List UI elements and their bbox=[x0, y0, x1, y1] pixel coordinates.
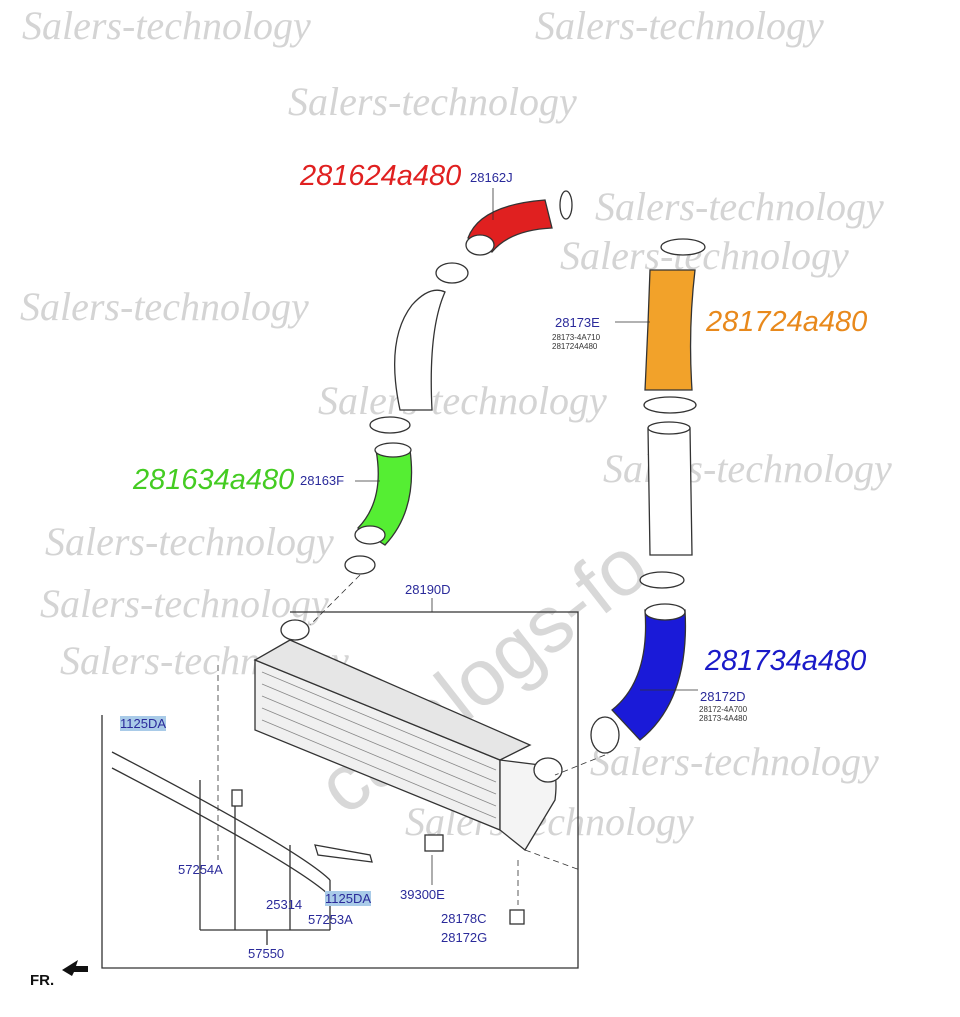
callout-red: 281624a480 bbox=[300, 160, 462, 192]
part-label: 39300E bbox=[400, 887, 445, 902]
watermark: Salers-technology bbox=[590, 739, 879, 784]
watermark: Salers-technology bbox=[45, 519, 334, 564]
part-label: 25314 bbox=[266, 897, 303, 912]
part-sublabel: 28173-4A480 bbox=[699, 714, 748, 723]
watermark: Salers-technology bbox=[22, 3, 311, 48]
clamp bbox=[590, 716, 620, 754]
part-label: 57550 bbox=[248, 946, 285, 961]
watermark: Salers-technology bbox=[535, 3, 824, 48]
hose-white bbox=[393, 289, 446, 411]
watermark: Salers-technology bbox=[318, 378, 607, 423]
clamp bbox=[660, 238, 706, 256]
direction-label: FR. bbox=[30, 972, 55, 989]
part-sublabel: 28172-4A700 bbox=[699, 705, 748, 714]
part-label: 28190D bbox=[405, 582, 451, 597]
hose-green bbox=[356, 449, 413, 546]
part-label-highlighted: 1125DA bbox=[120, 716, 167, 731]
part-label: 28172G bbox=[441, 930, 488, 945]
hose-orange bbox=[644, 269, 696, 391]
callout-blue: 281734a480 bbox=[705, 645, 867, 677]
part-label: 28163F bbox=[300, 473, 345, 488]
watermark: Salers-technology bbox=[288, 79, 577, 124]
watermark: Salers-technology bbox=[560, 233, 849, 278]
assembly-frame bbox=[101, 611, 579, 969]
hose-blue bbox=[611, 609, 687, 741]
clamp bbox=[639, 571, 685, 589]
clamp bbox=[559, 190, 573, 220]
part-label: 57253A bbox=[308, 912, 353, 927]
direction-arrow-icon bbox=[62, 960, 88, 976]
part-sublabel: 28173-4A710 bbox=[552, 333, 601, 342]
watermark: Salers-technology bbox=[595, 184, 884, 229]
part-label: 28172D bbox=[700, 689, 746, 704]
pipe bbox=[647, 427, 693, 556]
clamp bbox=[344, 555, 376, 575]
part-label: 28162J bbox=[470, 170, 513, 185]
clamp bbox=[374, 442, 412, 458]
watermark: Salers-technology bbox=[40, 581, 329, 626]
clamp bbox=[465, 234, 495, 256]
callout-orange: 281724a480 bbox=[706, 306, 868, 338]
clamp bbox=[435, 262, 469, 284]
callout-green: 281634a480 bbox=[133, 464, 295, 496]
clamp bbox=[369, 416, 411, 434]
clamp bbox=[354, 525, 386, 545]
part-label: 28173E bbox=[555, 315, 600, 330]
part-label: 57254A bbox=[178, 862, 223, 877]
part-label-highlighted: 1125DA bbox=[325, 891, 372, 906]
part-label: 28178C bbox=[441, 911, 487, 926]
part-sublabel: 281724A480 bbox=[552, 342, 598, 351]
watermark: Salers-technology bbox=[20, 284, 309, 329]
clamp bbox=[643, 396, 697, 414]
